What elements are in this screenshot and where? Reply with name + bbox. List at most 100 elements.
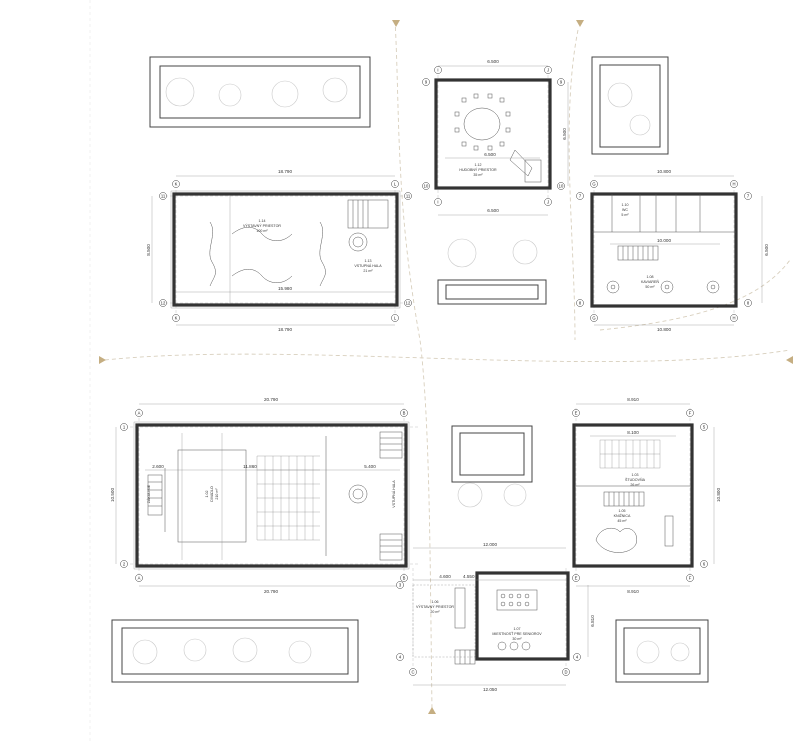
grid-label: H [732,182,735,187]
planter-bottom-right [615,619,709,683]
dimension-label: 11.860 [243,464,257,469]
room-name: ZÁKULISIE [147,484,151,503]
grid-label: 9 [560,80,563,85]
room-name: DIVADLO [210,486,214,502]
planter-top-mid [437,238,547,305]
grid-label: D [564,670,567,675]
room-area: 26 m² [630,483,640,487]
dimension-label: 5.400 [364,464,376,469]
room-area: 30 m² [512,637,522,641]
south-arrow-icon [428,707,436,714]
room-name: HUDOBNÝ PRIESTOR [459,168,497,172]
dimension-label: 6.500 [764,244,769,256]
grid-label: J [547,68,549,73]
room-name: KNIŽNICA [614,513,631,518]
grid-label: I [437,200,438,205]
dimension-label: 8.910 [627,589,639,594]
grid-label: 11 [161,194,166,199]
east-arrow-icon [786,356,793,364]
grid-label: 4 [399,655,402,660]
grid-label: A [138,411,141,416]
building-top-left: 1.14 VÝSTAVNÝ PRIESTOR 100 m² 1.13 VSTUP… [146,169,412,332]
room-number: 1.12 [475,163,482,167]
grid-label: F [689,411,692,416]
grid-label: H [732,316,735,321]
room-number: 1.10 [622,203,629,207]
planter-top-right [591,56,669,155]
circulation-paths [89,0,791,742]
dimension-label: 6.500 [487,59,499,64]
dimension-label: 20.790 [264,589,278,594]
grid-label: A [138,576,141,581]
grid-label: 11 [406,194,411,199]
grid-label: F [689,576,692,581]
grid-label: 7 [579,194,582,199]
grid-label: J [547,200,549,205]
grid-label: 2 [123,562,126,567]
room-number: 1.03 [632,473,639,477]
direction-arrows [99,20,793,714]
dimension-label: 6.500 [487,208,499,213]
dimension-label: 15.980 [278,286,292,291]
grid-label: 5 [703,425,706,430]
room-area: 35 m² [473,173,483,177]
room-number: 1.08 [647,275,654,279]
grid-label: L [394,182,397,187]
dimension-label: 6.500 [562,128,567,140]
dimension-label: 8.910 [627,397,639,402]
grid-label: C [411,670,414,675]
grid-label: G [592,316,595,321]
room-number: 1.07 [514,627,521,631]
room-name: VÝSTAVNÝ PRIESTOR [243,224,281,228]
grid-label: L [394,316,397,321]
room-name: VSTUPNÁ HALA [354,264,382,268]
room-area: 50 m² [645,285,655,289]
room-name: KAVIAREŇ [641,280,659,284]
grid-label: 4 [576,655,579,660]
room-number: 1.05 [619,509,626,513]
room-area: 45 m² [617,519,627,523]
grid-label: 10 [559,184,564,189]
grid-label: 6 [703,562,706,567]
grid-label: K [175,316,178,321]
room-number: 1.13 [365,259,372,263]
grid-label: I [437,68,438,73]
room-number: 1.06 [432,600,439,604]
planter-bottom-mid [451,425,533,508]
grid-label: 10 [424,184,429,189]
building-bottom-mid: 1.06 VÝSTAVNÝ PRIESTOR 20 m² 1.07 MIESTN… [396,542,595,692]
room-name: VSTUPNÁ HALA [392,480,396,508]
room-area: 210 m² [215,488,219,500]
north-arrow-icon [392,20,400,27]
north-arrow-icon [576,20,584,27]
room-area: 20 m² [430,610,440,614]
dimension-label: 12.050 [483,687,497,692]
grid-label: E [575,576,578,581]
grid-label: G [592,182,595,187]
grid-label: B [403,411,406,416]
dimension-label: 6.810 [590,615,595,627]
building-bottom-left: 1.02 DIVADLO 210 m² ZÁKULISIE VSTUPNÁ HA… [110,397,420,594]
room-name: WC [622,208,628,212]
dimension-label: 12.000 [483,542,497,547]
grid-label: K [175,182,178,187]
room-name: VÝSTAVNÝ PRIESTOR [416,605,454,609]
dimension-label: 20.790 [264,397,278,402]
dimension-label: 10.000 [657,238,671,243]
grid-label: 8 [579,301,582,306]
dimension-label: 10.800 [716,488,721,502]
room-area: 100 m² [256,229,268,233]
dimension-label: 10.800 [657,169,671,174]
room-number: 1.14 [259,219,266,223]
grid-label: 12 [161,301,166,306]
grid-label: 8 [747,301,750,306]
grid-label: 7 [747,194,750,199]
dimension-label: 18.790 [278,169,292,174]
grid-label: 3 [399,583,402,588]
grid-label: B [403,576,406,581]
dimension-label: 8.100 [627,430,639,435]
grid-label: 9 [425,80,428,85]
grid-label: 12 [406,301,411,306]
dimension-label: 10.800 [657,327,671,332]
